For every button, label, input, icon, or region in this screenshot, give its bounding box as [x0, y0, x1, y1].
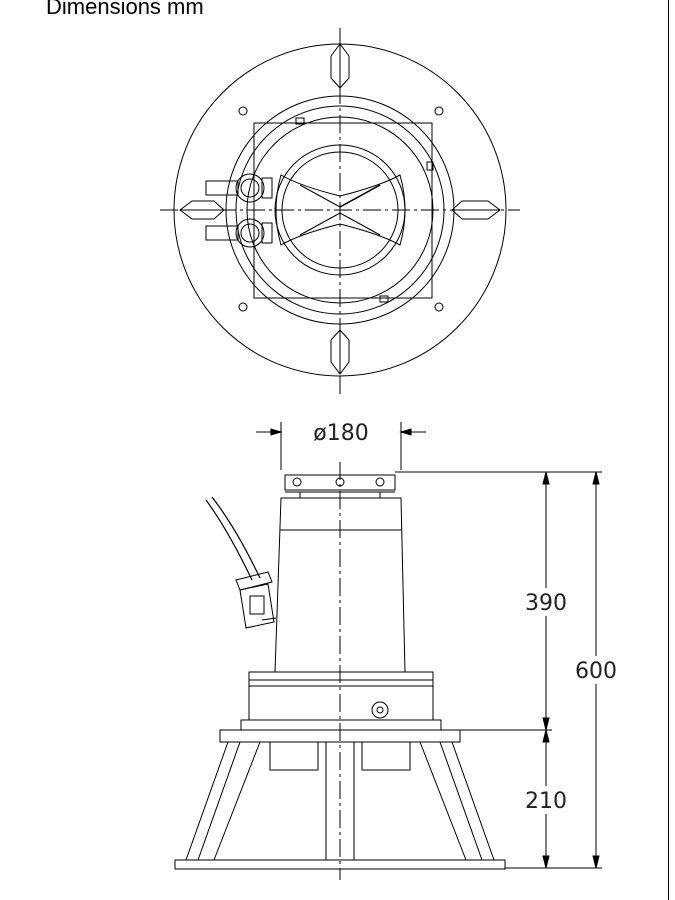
diameter-label: ø180	[313, 421, 368, 446]
bolt-hole-top-left	[238, 106, 248, 116]
cable-pipe-upper	[205, 180, 239, 196]
diameter-dimension	[256, 422, 426, 470]
lifting-eye	[371, 701, 389, 719]
clamp-top	[295, 117, 305, 125]
motor-square-frame	[253, 122, 433, 299]
clamp-bottom	[379, 295, 389, 303]
height-600-label: 600	[575, 659, 617, 684]
lower-flange	[240, 719, 442, 731]
page-title: Dimensions mm	[46, 0, 204, 19]
flange-circle	[235, 105, 445, 315]
pump-housing	[248, 685, 434, 721]
height-210-label: 210	[525, 789, 567, 814]
cable-pipe-lower	[205, 225, 239, 241]
cable-gland-upper	[235, 173, 265, 203]
inner-ring-circle	[246, 116, 434, 304]
stand-block-left	[269, 741, 319, 771]
bolt-hole-bottom-left	[238, 302, 248, 312]
height-390-label: 390	[525, 591, 567, 616]
stand-block-right	[361, 741, 411, 771]
bolt-hole-bottom-right	[434, 302, 444, 312]
power-cable	[205, 499, 253, 581]
stand-leg-left	[185, 741, 241, 861]
stand-leg-right	[439, 741, 495, 861]
cable-gland-lower	[235, 218, 265, 248]
bolt-hole-top-right	[434, 106, 444, 116]
clamp-right	[426, 161, 434, 171]
top-bracket	[284, 474, 396, 491]
hub-inner-circle	[281, 151, 399, 269]
top-view	[160, 28, 520, 395]
cable-gland-side	[235, 571, 273, 591]
impeller-blade	[275, 174, 406, 246]
cable-entries	[205, 173, 273, 248]
page-border	[668, 0, 669, 900]
side-view	[174, 422, 602, 880]
stand-base-plate	[174, 859, 506, 870]
upper-flange	[248, 671, 434, 681]
